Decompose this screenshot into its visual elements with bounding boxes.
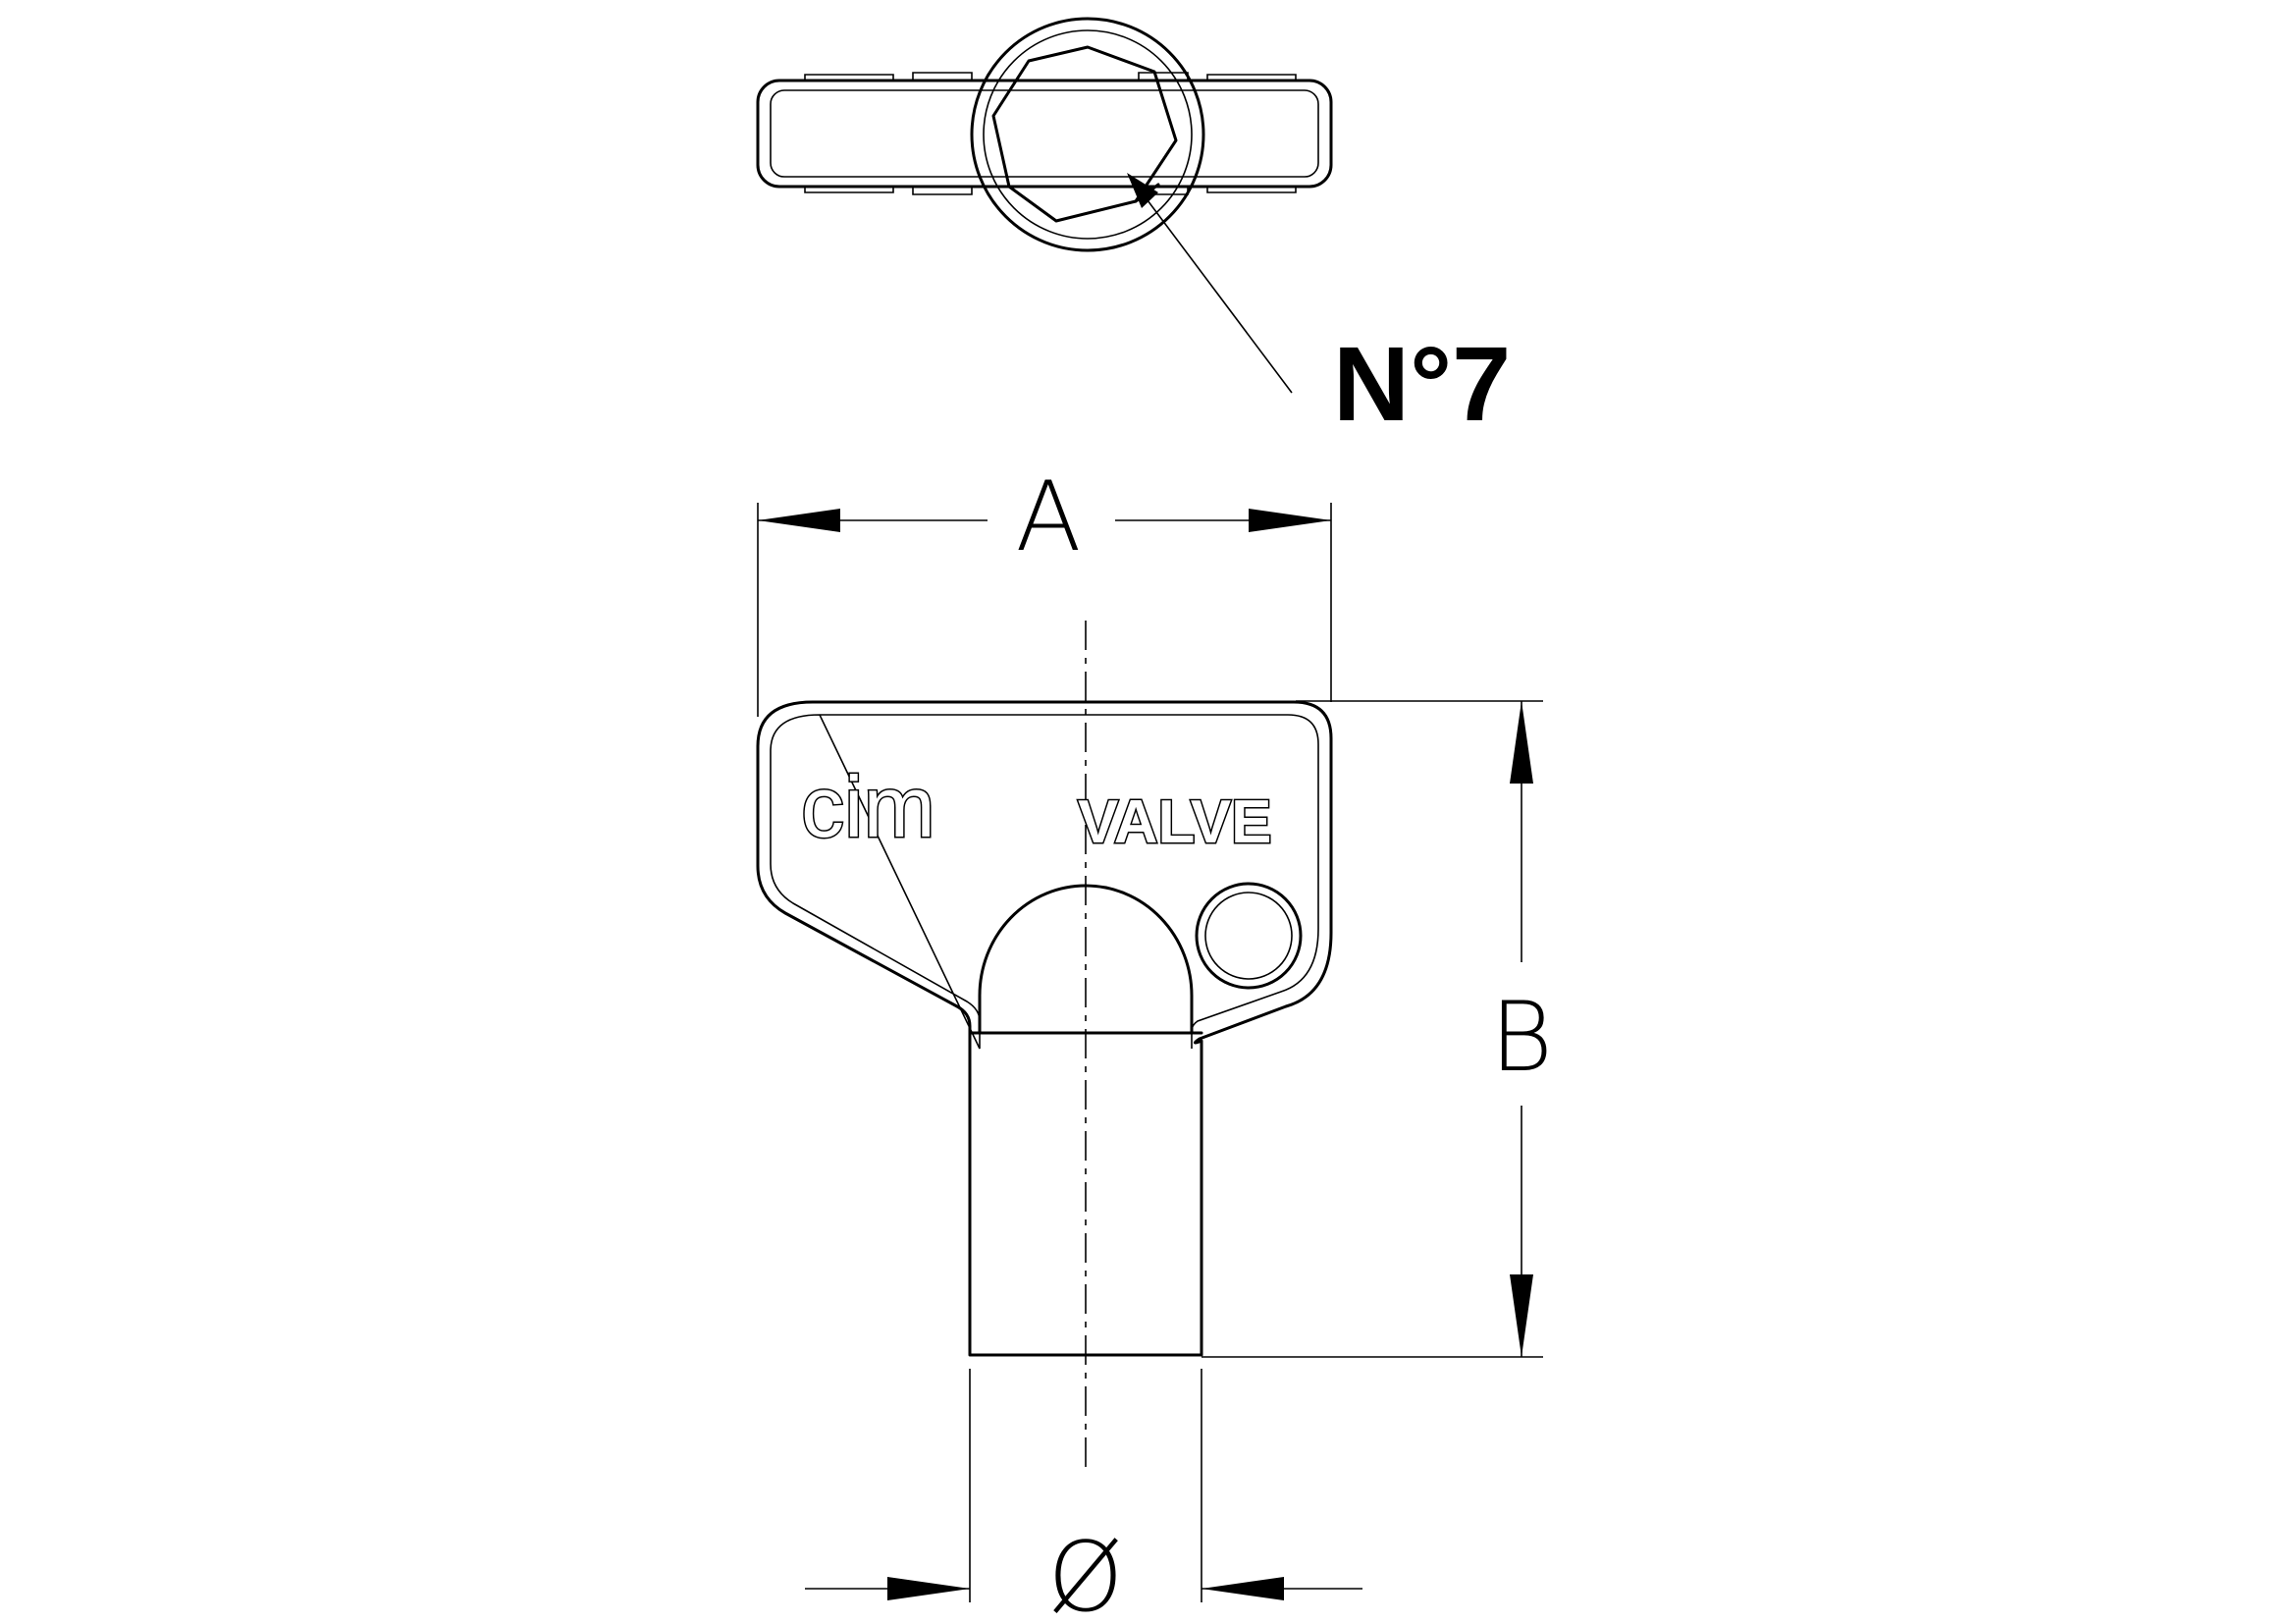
callout-label: N°7 bbox=[1333, 324, 1511, 443]
callout-leader-line bbox=[1138, 188, 1293, 394]
key-outline bbox=[756, 700, 1333, 1357]
top-view-socket-inner bbox=[983, 29, 1193, 240]
handle-notch bbox=[978, 884, 1194, 1035]
callout-leader-arrow bbox=[1127, 173, 1158, 208]
top-view-handle-inner bbox=[770, 89, 1319, 178]
dim-b-arrow-bottom bbox=[1510, 1274, 1533, 1357]
top-view-socket-outer bbox=[970, 17, 1205, 252]
dim-b-arrow-top bbox=[1510, 701, 1533, 784]
brand-text: VALVE bbox=[1078, 788, 1272, 856]
brand-logo: cim bbox=[801, 758, 935, 855]
dim-a-label: A bbox=[1015, 461, 1081, 573]
dim-d-label: Ø bbox=[1047, 1522, 1123, 1624]
front-view: cim VALVE bbox=[756, 621, 1333, 1469]
top-view-edge-details bbox=[804, 72, 1297, 195]
hang-hole-inner bbox=[1204, 892, 1293, 980]
top-view: N°7 bbox=[756, 17, 1511, 443]
top-view-socket-hole bbox=[991, 45, 1178, 223]
dimension-diameter: Ø bbox=[805, 1369, 1362, 1624]
dim-d-arrow-right bbox=[1201, 1577, 1284, 1600]
top-view-handle bbox=[756, 79, 1333, 189]
dim-d-arrow-left bbox=[887, 1577, 970, 1600]
dim-b-label: B bbox=[1490, 982, 1553, 1094]
dim-a-arrow-right bbox=[1249, 509, 1331, 532]
dimension-a: A bbox=[757, 461, 1332, 717]
dimension-b: B bbox=[1201, 700, 1553, 1358]
hang-hole-outer bbox=[1195, 882, 1303, 990]
dim-a-arrow-left bbox=[758, 509, 840, 532]
